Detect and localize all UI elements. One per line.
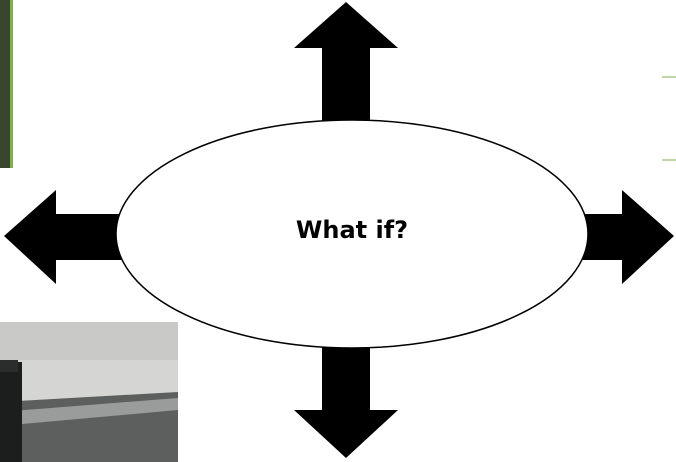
photo-fragment-top-left — [0, 0, 12, 168]
center-ellipse — [115, 119, 589, 349]
photo-fragment-top-left-border — [10, 0, 13, 168]
photo-fragment-bottom-left — [0, 322, 178, 462]
left-arrow — [4, 190, 140, 284]
down-arrow — [294, 316, 398, 458]
right-arrow — [560, 190, 674, 284]
center-label: What if? — [295, 216, 409, 244]
up-arrow — [294, 2, 398, 140]
